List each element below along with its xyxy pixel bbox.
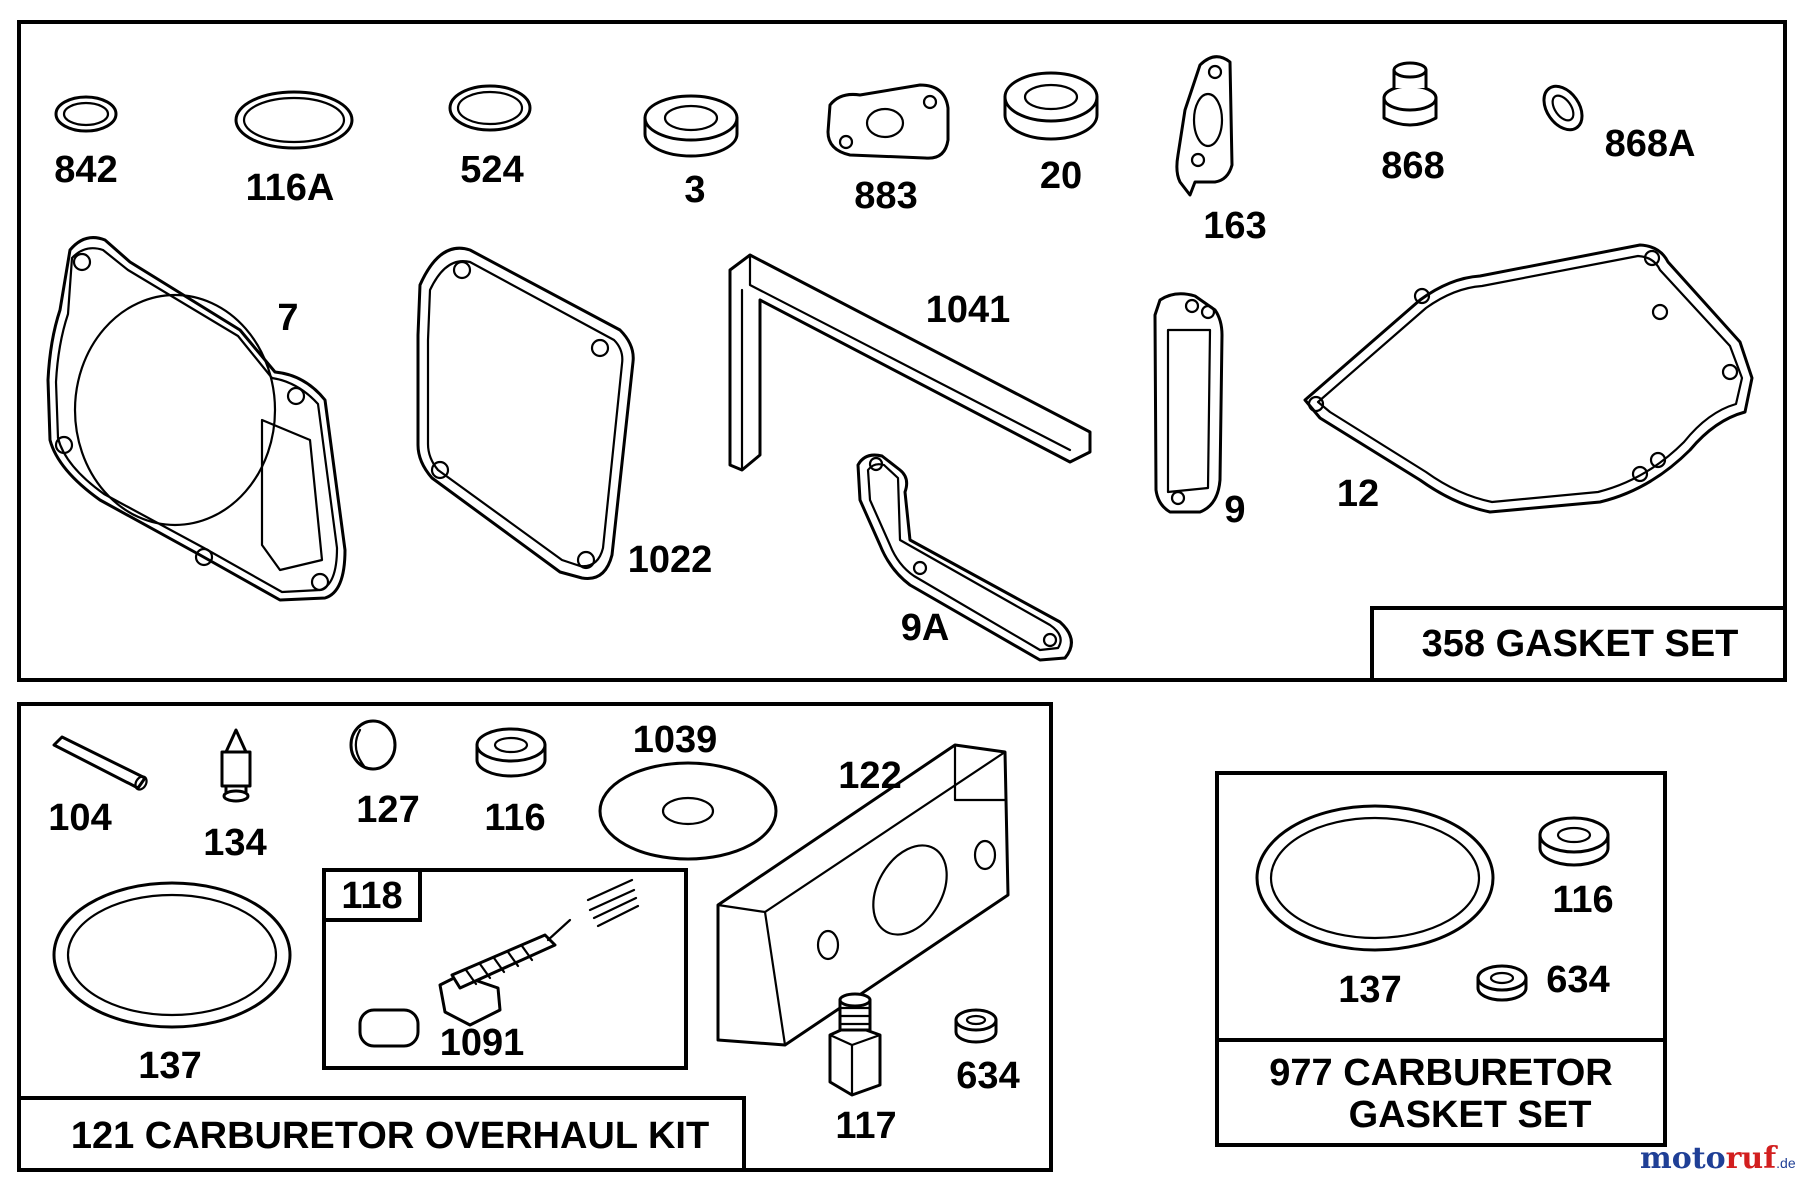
label-12: 12: [1337, 473, 1379, 515]
label-1041: 1041: [926, 289, 1011, 331]
part-634-washer: [954, 1008, 998, 1044]
part-20-seal: [1003, 71, 1099, 141]
label-3: 3: [684, 169, 705, 211]
label-868a: 868A: [1605, 123, 1696, 165]
label-634-carb: 634: [1546, 959, 1609, 1001]
part-842-ring: [54, 95, 118, 133]
label-137-overhaul: 137: [138, 1045, 201, 1087]
carb-gasket-set-title-box: [1215, 1038, 1667, 1147]
label-883: 883: [854, 175, 917, 217]
label-842: 842: [54, 149, 117, 191]
overhaul-kit-title-box: [17, 1096, 746, 1172]
part-104-pin: [52, 735, 148, 791]
label-1022: 1022: [628, 539, 713, 581]
label-524: 524: [460, 149, 523, 191]
part-134-needle: [220, 728, 252, 803]
part-1039-disc: [598, 761, 778, 861]
watermark-text: motoruf.de: [1640, 1141, 1796, 1176]
part-116-washer-carb: [1538, 816, 1610, 867]
part-1091-valve-set: [358, 878, 640, 1048]
label-163: 163: [1203, 205, 1266, 247]
gasket-set-title: 358 GASKET SET: [1422, 623, 1739, 665]
watermark-part2: ruf: [1726, 1141, 1779, 1176]
part-524-ring: [448, 84, 532, 132]
label-117: 117: [835, 1105, 896, 1147]
part-9a-gasket: [856, 453, 1073, 662]
overhaul-kit-title: 121 CARBURETOR OVERHAUL KIT: [71, 1115, 709, 1157]
part-7-head-gasket: [46, 236, 347, 602]
part-137-ring-carb: [1255, 804, 1495, 952]
sub-kit-118-title: 118: [341, 875, 402, 917]
label-868: 868: [1381, 145, 1444, 187]
part-868-valve-seal: [1382, 61, 1438, 127]
sub-kit-118-title-box: [322, 868, 422, 922]
part-127-plug: [349, 719, 397, 771]
label-116-overhaul: 116: [484, 797, 545, 839]
part-122-spacer: [716, 743, 1010, 1047]
gasket-set-panel: 358 GASKET SET: [17, 20, 1787, 682]
carb-gasket-set-title-line1: 977 CARBURETOR: [1269, 1052, 1612, 1094]
part-3-seal: [643, 94, 739, 158]
carburetor-overhaul-kit-panel: 121 CARBURETOR OVERHAUL KIT 118: [17, 702, 1053, 1172]
label-1091: 1091: [440, 1022, 525, 1064]
part-883-gasket: [826, 83, 950, 160]
part-117-plug: [828, 992, 882, 1097]
part-116-washer: [475, 727, 547, 778]
label-116a: 116A: [246, 167, 335, 209]
part-1022-gasket: [416, 246, 635, 581]
part-137-ring: [52, 881, 292, 1029]
part-1041-strip: [728, 253, 1092, 472]
part-634-washer-carb: [1476, 964, 1528, 1002]
part-163-gasket: [1175, 55, 1234, 197]
carb-gasket-set-title-line2: GASKET SET: [1349, 1094, 1592, 1136]
gasket-set-frame: [17, 20, 1787, 682]
label-634-overhaul: 634: [956, 1055, 1019, 1097]
part-9-gasket: [1153, 292, 1224, 514]
label-104: 104: [48, 797, 111, 839]
label-127: 127: [356, 789, 419, 831]
watermark-logo: motoruf.de: [1640, 1141, 1796, 1176]
part-116a-ring: [234, 90, 354, 150]
part-868a-washer: [1542, 84, 1584, 132]
label-9: 9: [1224, 489, 1245, 531]
carburetor-gasket-set-panel: 977 CARBURETOR GASKET SET 116 137 634: [1215, 771, 1667, 1147]
watermark-part3: .de: [1776, 1155, 1796, 1171]
label-137-carb: 137: [1338, 969, 1401, 1011]
label-20: 20: [1040, 155, 1082, 197]
part-12-crankcase-gasket: [1303, 243, 1754, 514]
label-9a: 9A: [901, 607, 950, 649]
label-134: 134: [203, 822, 266, 864]
label-122: 122: [838, 755, 901, 797]
label-1039: 1039: [633, 719, 718, 761]
label-116-carb: 116: [1552, 879, 1613, 921]
gasket-set-title-box: [1370, 606, 1787, 682]
label-7: 7: [277, 297, 298, 339]
sub-kit-118-frame: [322, 868, 688, 1070]
watermark-part1: moto: [1640, 1141, 1726, 1176]
